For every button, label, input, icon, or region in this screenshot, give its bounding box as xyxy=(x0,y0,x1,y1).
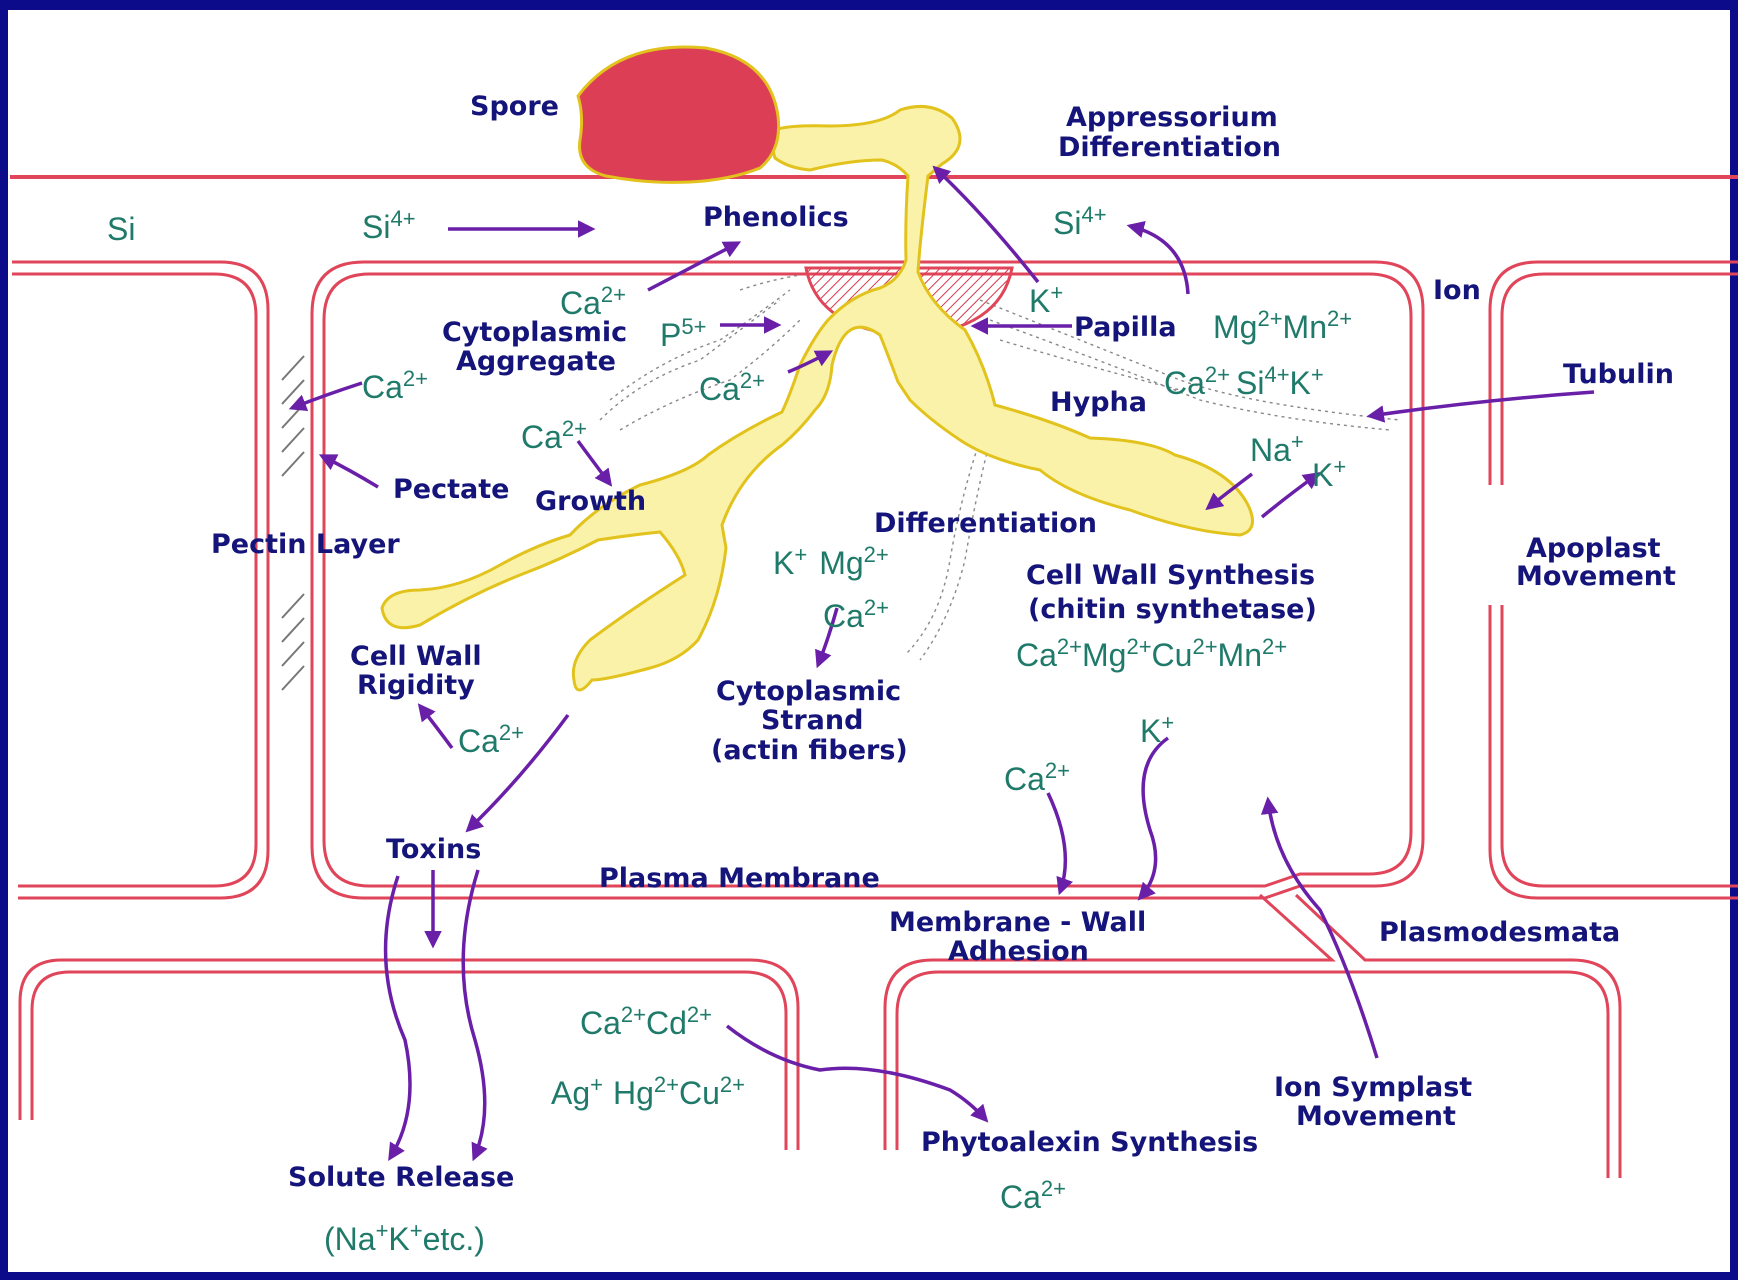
ion-ag-hg-cu: Ag+Hg2+Cu2+ xyxy=(551,1072,745,1111)
ion-si-outside: Si xyxy=(107,211,135,247)
ion-na: Na+ xyxy=(1250,429,1304,468)
arrow-k-appressorium xyxy=(935,168,1038,282)
ion-ca-cd: Ca2+Cd2+ xyxy=(580,1002,712,1041)
ion-ca-aggregate: Ca2+ xyxy=(699,368,765,407)
label-cytoplasmic-strand-1: Cytoplasmic xyxy=(716,676,901,707)
arrow-ca-phenolics xyxy=(648,243,738,290)
label-plasma-membrane: Plasma Membrane xyxy=(599,863,880,894)
label-cytoplasmic-aggregate-1: Cytoplasmic xyxy=(442,317,627,348)
left-cell xyxy=(12,262,268,898)
label-membrane-wall-1: Membrane - Wall xyxy=(889,907,1146,938)
label-cytoplasmic-strand-2: Strand xyxy=(761,705,863,736)
label-cell-wall-synthesis-1: Cell Wall Synthesis xyxy=(1026,560,1315,591)
label-apoplast-2: Movement xyxy=(1516,561,1676,592)
label-pectate: Pectate xyxy=(393,474,509,505)
arrow-toxin-solute-2 xyxy=(463,870,485,1158)
arrow-phytoalexin xyxy=(727,1026,986,1120)
label-tubulin: Tubulin xyxy=(1563,359,1674,390)
arrow-k-out xyxy=(1262,474,1318,517)
label-plasmodesmata: Plasmodesmata xyxy=(1379,917,1620,948)
label-appressorium-2: Differentiation xyxy=(1058,132,1281,163)
label-pectin-layer: Pectin Layer xyxy=(211,529,400,560)
frame-border xyxy=(4,4,1734,1276)
label-growth: Growth xyxy=(535,486,646,517)
ion-si4-right: Si4+ xyxy=(1053,202,1107,241)
label-solute-release: Solute Release xyxy=(288,1162,514,1193)
label-ion-symplast-2: Movement xyxy=(1296,1101,1456,1132)
arrow-toxin-solute-1 xyxy=(386,876,410,1158)
labels: Spore Appressorium Differentiation Pheno… xyxy=(211,91,1676,1193)
arrow-ca-rigidity xyxy=(420,706,452,748)
label-cell-wall-rigidity-1: Cell Wall xyxy=(350,641,482,672)
label-cell-wall-rigidity-2: Rigidity xyxy=(357,670,475,701)
label-appressorium-1: Appressorium xyxy=(1066,102,1278,133)
arrow-growth xyxy=(578,441,610,484)
ion-k-mg-mid: K+Mg2+ xyxy=(773,542,889,581)
ion-ca-si-k: Ca2+Si4+K+ xyxy=(1164,362,1324,401)
label-cell-wall-synthesis-2: (chitin synthetase) xyxy=(1028,594,1317,625)
label-cytoplasmic-aggregate-2: Aggregate xyxy=(456,346,616,377)
ion-p5: P5+ xyxy=(660,314,706,353)
ion-ca-phenolics: Ca2+ xyxy=(560,282,626,321)
label-membrane-wall-2: Adhesion xyxy=(948,936,1089,967)
label-ion: Ion xyxy=(1433,275,1481,306)
label-phytoalexin: Phytoalexin Synthesis xyxy=(921,1127,1258,1158)
arrow-tubulin xyxy=(1370,392,1594,416)
label-papilla: Papilla xyxy=(1074,312,1177,343)
ion-cell-wall-synthesis-list: Ca2+Mg2+Cu2+Mn2+ xyxy=(1016,634,1287,673)
ion-ca-rigidity: Ca2+ xyxy=(458,720,524,759)
label-phenolics: Phenolics xyxy=(703,202,849,233)
ion-si4-top: Si4+ xyxy=(362,206,416,245)
ion-ca-bottom: Ca2+ xyxy=(1000,1176,1066,1215)
ion-mg-mn: Mg2+Mn2+ xyxy=(1213,306,1352,345)
label-hypha: Hypha xyxy=(1050,387,1147,418)
label-differentiation: Differentiation xyxy=(874,508,1097,539)
ion-ca-low: Ca2+ xyxy=(1004,758,1070,797)
ions: Si Si4+ Si4+ Ca2+ K+ P5+ Ca2+ Ca2+ Mg2+M… xyxy=(107,202,1352,1257)
ion-k-papilla: K+ xyxy=(1029,280,1063,319)
arrow-ca-wall xyxy=(1048,793,1065,892)
ion-k-low: K+ xyxy=(1140,710,1174,749)
ion-ca-pectin: Ca2+ xyxy=(362,366,428,405)
arrow-si4-out xyxy=(1130,226,1188,294)
spore xyxy=(578,47,779,182)
frame-top-bar xyxy=(0,0,1738,10)
ion-ca-mid: Ca2+ xyxy=(823,595,889,634)
ion-solute-list: (Na+K+etc.) xyxy=(324,1218,485,1257)
arrow-k-wall xyxy=(1140,738,1168,898)
ion-k-tip: K+ xyxy=(1312,454,1346,493)
arrow-ca-pectin xyxy=(292,383,362,408)
label-apoplast-1: Apoplast xyxy=(1526,533,1661,564)
label-spore: Spore xyxy=(470,91,559,122)
arrow-pectate xyxy=(322,456,378,487)
label-cytoplasmic-strand-3: (actin fibers) xyxy=(711,735,908,766)
arrow-ion-symplast xyxy=(1268,800,1377,1058)
label-toxins: Toxins xyxy=(386,834,481,865)
label-ion-symplast-1: Ion Symplast xyxy=(1274,1072,1472,1103)
ion-ca-growth: Ca2+ xyxy=(521,416,587,455)
